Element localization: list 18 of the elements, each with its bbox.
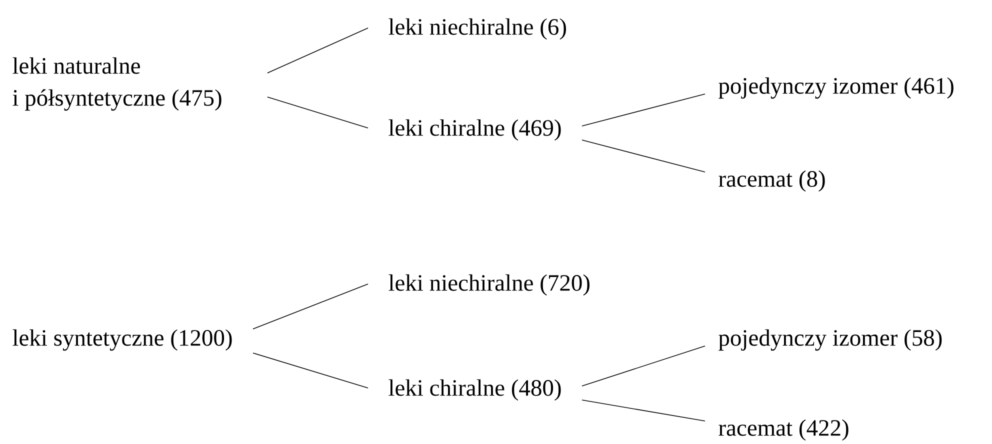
branch-line <box>252 352 368 388</box>
category-label: leki syntetyczne (1200) <box>12 329 232 351</box>
category-label: pojedynczy izomer (461) <box>718 77 954 99</box>
branch-line <box>582 346 706 386</box>
category-label: racemat (8) <box>718 170 825 192</box>
category-label: leki niechiralne (6) <box>388 18 566 40</box>
branch-line <box>267 28 368 74</box>
branch-line <box>582 94 706 126</box>
branch-line <box>267 96 368 128</box>
category-label: racemat (422) <box>718 419 848 441</box>
branch-line <box>582 140 706 172</box>
category-label: leki chiralne (480) <box>388 379 561 401</box>
category-label: leki chiralne (469) <box>388 119 561 141</box>
category-label: leki naturalne i półsyntetyczne (475) <box>12 57 222 111</box>
branch-line <box>582 400 706 422</box>
branch-line <box>252 284 368 330</box>
category-label: leki niechiralne (720) <box>388 274 590 296</box>
category-label: pojedynczy izomer (58) <box>718 329 942 351</box>
